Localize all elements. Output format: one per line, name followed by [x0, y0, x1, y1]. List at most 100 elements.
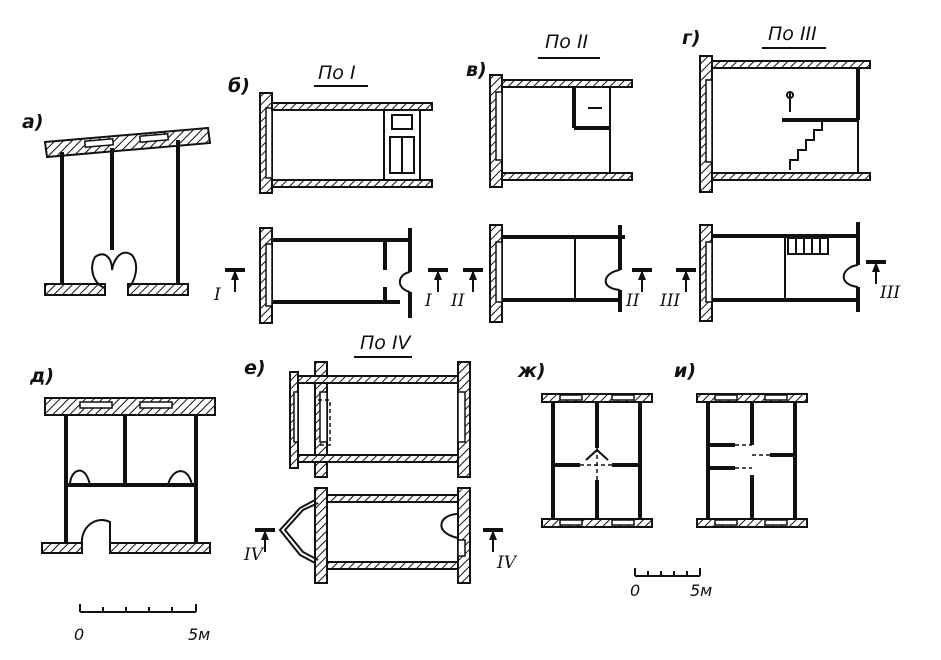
- panel-e-wall: [314, 487, 328, 584]
- panel-v: в) По II II II: [450, 31, 652, 323]
- panel-a-top-wall: [43, 126, 212, 159]
- panel-e-header: По IV: [360, 332, 413, 354]
- panel-e-door-swing: [440, 513, 459, 539]
- panel-d-bottom-wall: [41, 542, 83, 554]
- panel-e-label: е): [244, 357, 266, 379]
- panel-g-arrowhead: [872, 262, 880, 272]
- panel-e-wall: [457, 487, 471, 584]
- panel-a-window: [138, 132, 170, 144]
- panel-zh-hidden-line: [580, 448, 612, 480]
- panel-zh-window: [559, 519, 583, 526]
- panel-d-window: [139, 401, 173, 409]
- panel-a-bottom-wall: [127, 283, 189, 296]
- scale-bar-left: 0 5м: [74, 604, 210, 644]
- panel-b-stove: [391, 114, 413, 130]
- panel-v-wall: [501, 172, 633, 181]
- panel-zh-bottom-wall: [541, 518, 653, 528]
- panel-b-wall: [271, 102, 433, 111]
- scale-left-end: 5м: [188, 625, 210, 644]
- panel-g-fixture: [786, 91, 794, 99]
- panel-e-bay-window: [283, 502, 319, 561]
- panel-b-window: [265, 243, 273, 307]
- panel-v-door-swing: [604, 269, 621, 291]
- panel-g-section-mark: III: [659, 291, 680, 311]
- panel-zh-label: ж): [517, 360, 546, 382]
- panel-i-window: [764, 394, 788, 401]
- panel-a-door-swing: [91, 251, 138, 289]
- panel-v-section-mark: II: [450, 291, 465, 311]
- panel-g-label: г): [682, 27, 701, 49]
- panel-v-window: [495, 241, 503, 303]
- panel-zh-window: [611, 519, 635, 526]
- panel-g-stair-treads: [795, 238, 821, 254]
- panel-g-stair-block: [787, 237, 829, 255]
- panel-e-window: [319, 391, 328, 443]
- panel-d: д): [29, 365, 216, 554]
- panel-b-label: б): [228, 75, 250, 97]
- panel-e-window: [457, 391, 466, 443]
- panel-i-window: [714, 394, 738, 401]
- panel-v-window: [495, 91, 503, 161]
- panel-g: г) По III III III: [659, 23, 900, 322]
- panel-b-header: По I: [318, 62, 356, 84]
- panel-v-section-mark: II: [625, 291, 640, 311]
- panel-zh-top-wall: [541, 393, 653, 403]
- panel-e-window: [293, 391, 299, 443]
- panel-e-wall: [326, 561, 459, 570]
- panel-i-label: и): [674, 360, 696, 382]
- panel-g-window: [705, 79, 713, 163]
- panel-g-arrowhead: [682, 270, 690, 280]
- panel-zh-window: [611, 394, 635, 401]
- panel-e-wall: [326, 494, 459, 503]
- panel-b-section-mark: I: [424, 291, 432, 311]
- panel-b-door-swing: [398, 271, 411, 293]
- panel-g-wall: [711, 172, 871, 181]
- panel-i: и): [674, 360, 808, 528]
- scale-left-start: 0: [74, 625, 84, 644]
- panel-d-bottom-wall: [109, 542, 211, 554]
- panel-b-wall: [271, 179, 433, 188]
- panel-i-window: [764, 519, 788, 526]
- panel-d-top-wall: [44, 397, 216, 416]
- panel-v-header: По II: [545, 31, 589, 53]
- scale-bar-right: 0 5м: [630, 568, 712, 600]
- panel-v-arrowhead: [638, 270, 646, 280]
- panel-a-bottom-wall: [44, 283, 106, 296]
- panel-e-arrowhead: [489, 530, 497, 540]
- panel-zh-door-marks: [585, 448, 609, 461]
- panel-b-arrowhead: [434, 270, 442, 280]
- panel-b-window: [265, 107, 273, 179]
- panel-v-wall: [501, 79, 633, 88]
- panel-d-door-swing: [69, 469, 91, 486]
- panel-d-entry-door: [80, 519, 111, 546]
- panel-zh: ж): [517, 360, 653, 528]
- panel-i-hidden-line: [735, 444, 770, 469]
- panel-g-stairs: [789, 122, 823, 170]
- panel-g-header: По III: [768, 23, 817, 45]
- panel-e-arrowhead: [261, 530, 269, 540]
- panel-e-window: [457, 539, 466, 557]
- panel-g-window: [705, 241, 713, 303]
- panel-b-section-mark: I: [213, 285, 221, 305]
- panel-v-label: в): [466, 59, 487, 81]
- panel-i-window: [714, 519, 738, 526]
- scale-right-end: 5м: [690, 581, 712, 600]
- panel-d-door-swing: [167, 470, 193, 486]
- panel-d-label: д): [29, 365, 54, 387]
- panel-a-window: [83, 137, 115, 149]
- panel-e-bay-window: [278, 499, 316, 564]
- panel-a: а): [22, 111, 212, 296]
- panel-e-wall: [297, 375, 459, 384]
- panel-a-label: а): [22, 111, 44, 133]
- scale-right-start: 0: [630, 581, 640, 600]
- panel-e-section-mark: IV: [496, 553, 518, 573]
- panel-i-bottom-wall: [696, 518, 808, 528]
- panel-e-wall: [297, 454, 459, 463]
- panel-b-kitchen-unit: [383, 109, 421, 181]
- panel-d-window: [79, 401, 113, 409]
- panel-g-section-mark: III: [879, 283, 900, 303]
- panel-v-arrowhead: [469, 270, 477, 280]
- panel-g-wall: [711, 60, 871, 69]
